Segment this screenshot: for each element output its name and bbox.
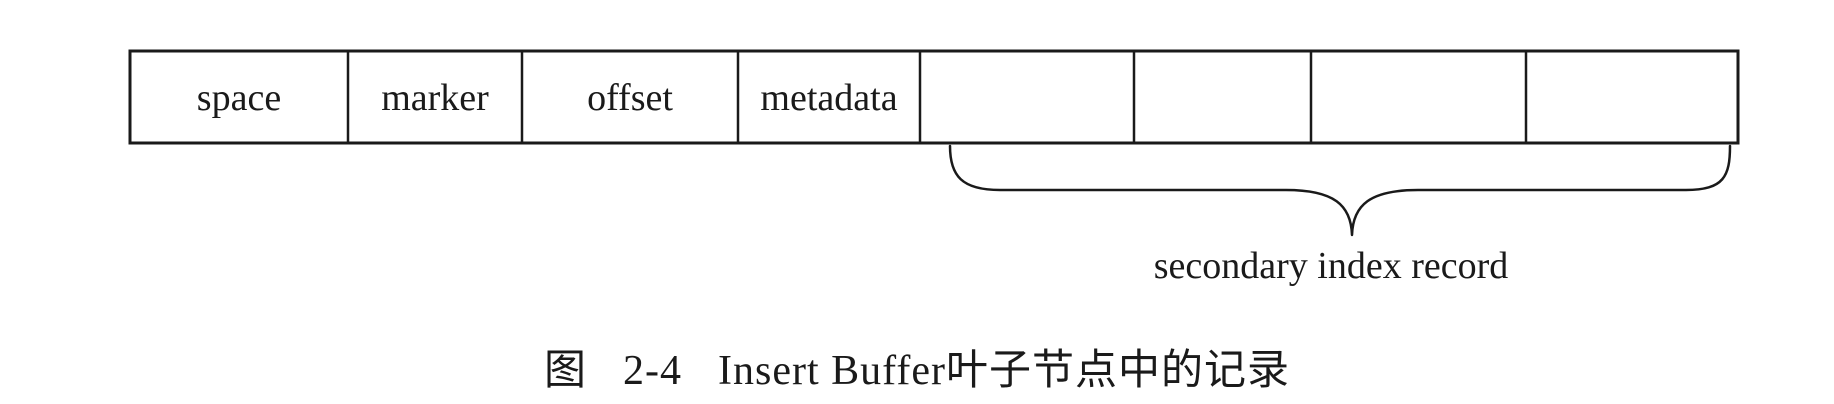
cell-metadata-label: metadata: [760, 77, 897, 119]
figure-caption: 图 2-4 Insert Buffer叶子节点中的记录: [0, 336, 1834, 397]
figure-prefix: 图: [544, 348, 588, 394]
cell-space-label: space: [197, 77, 281, 119]
cell-marker-label: marker: [381, 77, 489, 119]
cell-offset-label: offset: [587, 77, 673, 119]
secondary-index-record-label: secondary index record: [1154, 245, 1509, 287]
secondary-index-brace: [948, 144, 1732, 237]
record-outline: [128, 49, 1740, 145]
figure-number: 2-4: [623, 348, 683, 394]
figure-title: Insert Buffer叶子节点中的记录: [718, 348, 1290, 394]
